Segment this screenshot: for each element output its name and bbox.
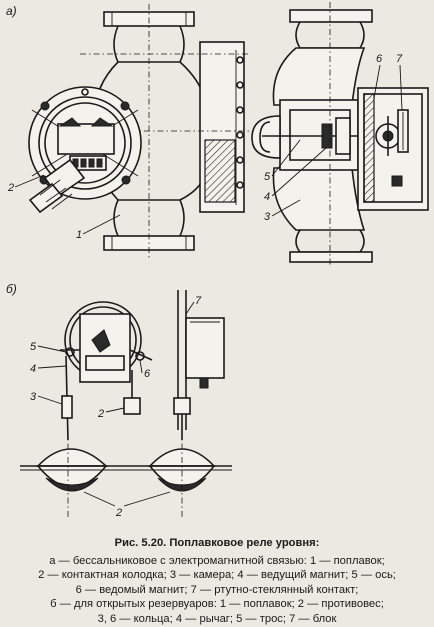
panel-b-label: б) (6, 282, 17, 296)
label-a-4: 4 (264, 191, 270, 203)
terminal-row (72, 158, 103, 168)
bolt-column (236, 56, 244, 189)
caption-line: а — бессальниковое с электромагнитной св… (49, 554, 385, 567)
figure-caption: Рис. 5.20. Поплавковое реле уровня: а — … (0, 536, 434, 627)
label-b-3: 3 (30, 391, 37, 403)
label-a-5: 5 (264, 171, 271, 183)
caption-line: 3, 6 — кольца; 4 — рычаг; 5 — трос; 7 — … (97, 612, 337, 625)
label-b-5: 5 (30, 341, 37, 353)
label-a-3: 3 (264, 211, 271, 223)
label-a-6: 6 (376, 53, 383, 65)
open-tank-relay (20, 290, 232, 520)
caption-line: 6 — ведомый магнит; 7 — ртутно-стеклянны… (75, 583, 359, 596)
label-b-7: 7 (195, 295, 202, 307)
label-a-7: 7 (396, 53, 403, 65)
panel-a-label: а) (6, 4, 17, 18)
label-a-2: 2 (7, 182, 14, 194)
caption-line: б — для открытых резервуаров: 1 — поплав… (50, 598, 384, 611)
label-b-2-upper: 2 (97, 408, 104, 420)
caption-line: 2 — контактная колодка; 3 — камера; 4 — … (38, 569, 396, 582)
label-b-6: 6 (144, 368, 151, 380)
float-chamber-section (251, 2, 429, 266)
technical-figure: а) (6, 2, 429, 520)
label-b-4: 4 (30, 363, 36, 375)
label-b-2-lower: 2 (115, 507, 122, 519)
caption-title: Рис. 5.20. Поплавковое реле уровня: (114, 537, 320, 549)
label-a-1: 1 (76, 229, 82, 241)
contact-block-ring (28, 86, 142, 214)
